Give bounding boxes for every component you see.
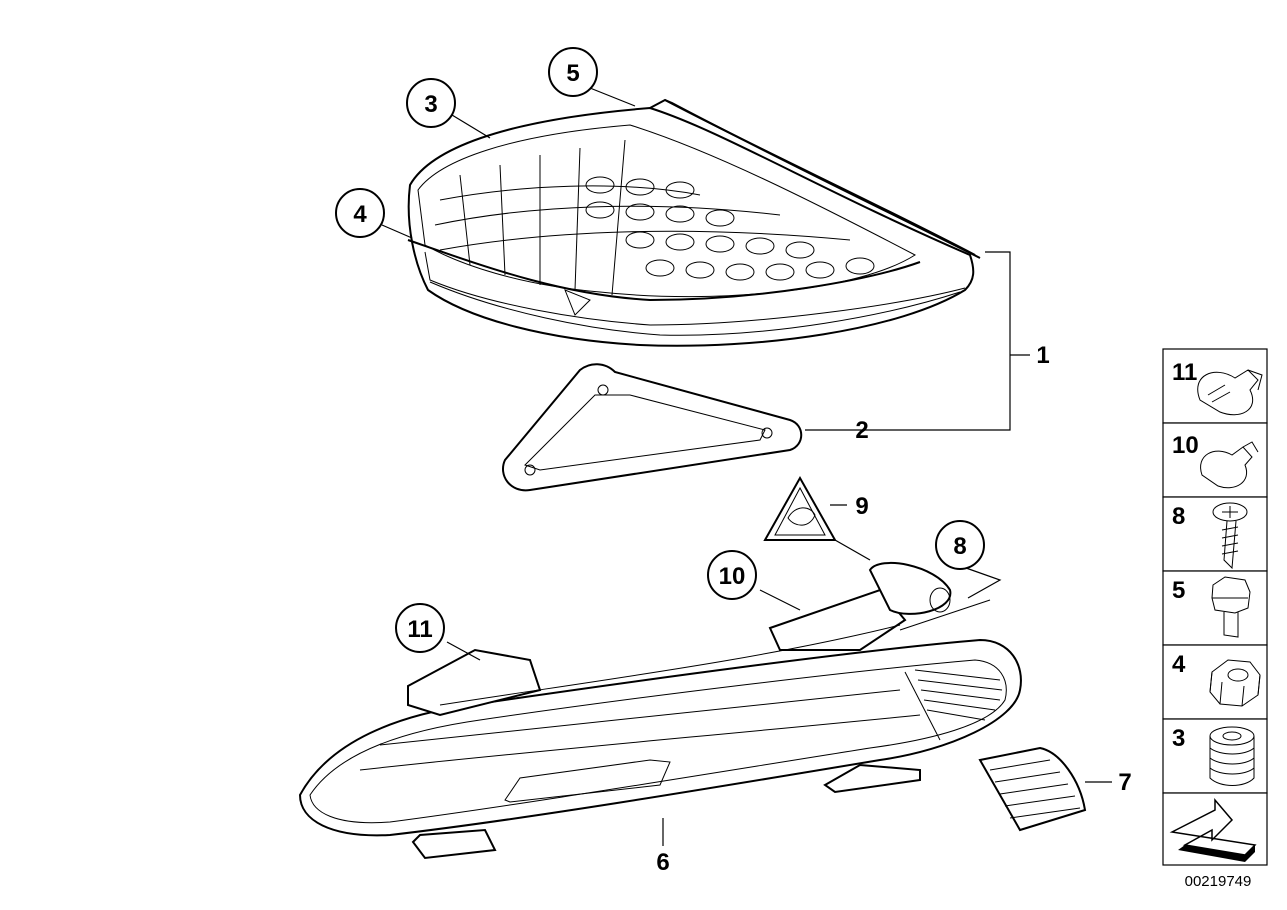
svg-text:3: 3 (1172, 725, 1185, 752)
lower-light (298, 562, 1022, 860)
svg-text:5: 5 (1172, 577, 1185, 604)
label-1: 1 (1036, 342, 1049, 369)
svg-text:5: 5 (566, 60, 579, 87)
parts-panel-row-4: 4 (1162, 644, 1268, 720)
svg-text:8: 8 (953, 533, 966, 560)
screw-icon (1212, 502, 1248, 570)
bulb-small-icon (1200, 441, 1259, 489)
parts-panel-row-3: 3 (1162, 718, 1268, 794)
parts-panel-row-5: 5 (1162, 570, 1268, 646)
svg-text:11: 11 (407, 616, 432, 643)
svg-text:10: 10 (719, 563, 746, 590)
callout-3: 3 (406, 78, 456, 128)
parts-panel-row-10: 10 (1162, 422, 1268, 498)
svg-text:11: 11 (1172, 359, 1197, 386)
callout-9: 9 (855, 493, 868, 520)
leader-lines (381, 87, 1112, 846)
label-2: 2 (855, 417, 868, 444)
callout-5: 5 (548, 47, 598, 97)
svg-text:9: 9 (855, 493, 868, 520)
callout-11: 11 (395, 603, 445, 653)
parts-panel-row-8: 8 (1162, 496, 1268, 572)
label-6: 6 (656, 849, 669, 876)
grommet-icon (1209, 726, 1255, 786)
hex-nut-icon (1209, 659, 1261, 707)
gasket (502, 363, 803, 492)
document-number: 00219749 (1185, 873, 1252, 890)
orientation-arrow-icon (1162, 792, 1268, 866)
parts-panel: 11 10 8 (1162, 348, 1268, 866)
svg-text:3: 3 (424, 91, 437, 118)
svg-text:10: 10 (1172, 432, 1199, 459)
callout-4: 4 (335, 188, 385, 238)
upper-tail-light (407, 98, 981, 347)
callout-10: 10 (707, 550, 757, 600)
label-7: 7 (1118, 769, 1131, 796)
bulb-single-icon (1197, 369, 1263, 416)
svg-text:4: 4 (353, 201, 367, 228)
side-reflector (978, 746, 1087, 832)
svg-text:8: 8 (1172, 503, 1185, 530)
warning-triangle-icon (763, 475, 837, 541)
callout-8: 8 (935, 520, 985, 570)
parts-panel-row-11: 11 (1162, 348, 1268, 424)
svg-text:4: 4 (1172, 651, 1186, 678)
hex-bolt-icon (1211, 576, 1251, 638)
